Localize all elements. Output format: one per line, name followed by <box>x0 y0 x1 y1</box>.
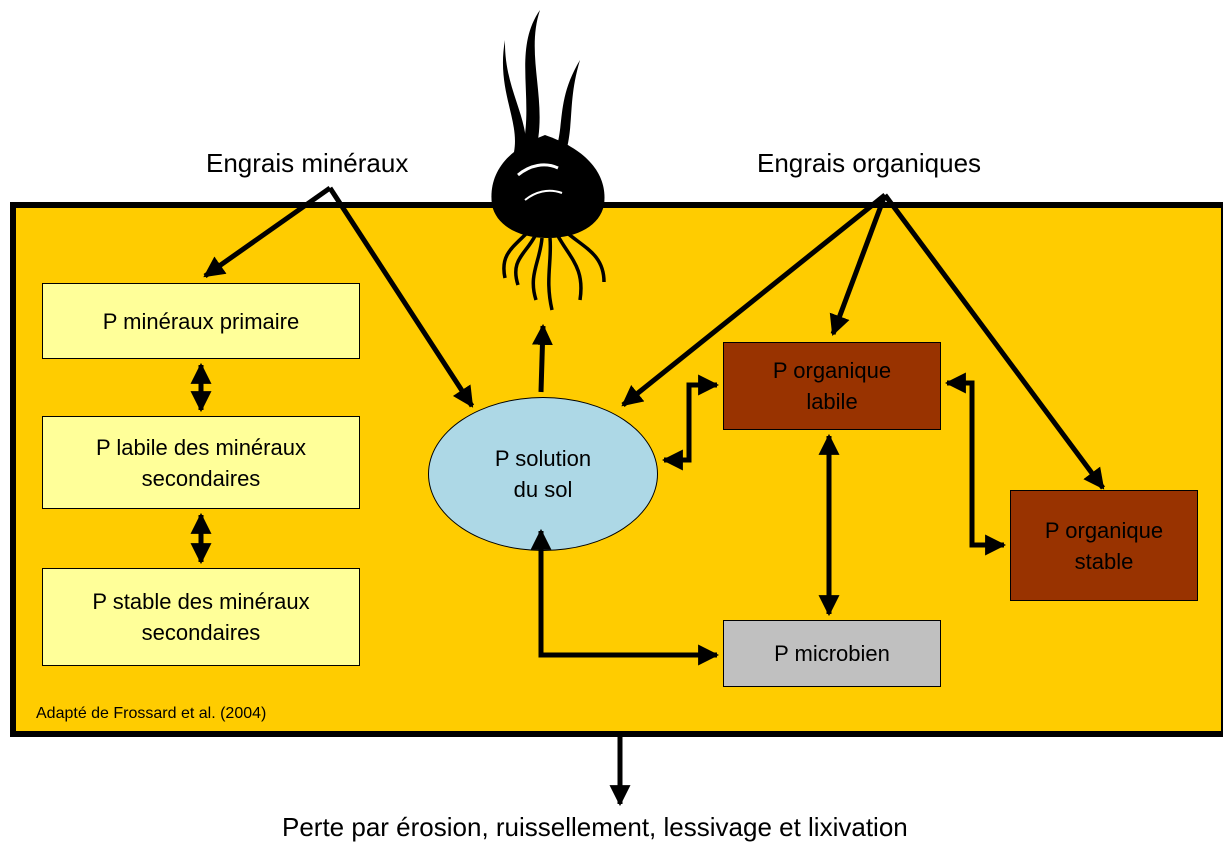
p-mineraux-primaire-label: P minéraux primaire <box>102 308 300 334</box>
arrow-organiques-to-solution <box>621 193 887 407</box>
arrow-solution-microbien <box>530 528 720 666</box>
arrow-organiques-to-labile <box>829 194 888 336</box>
p-stable-mineraux-label: P stable des minéraux secondaires <box>92 589 310 645</box>
source-citation: Adapté de Frossard et al. (2004) <box>36 705 267 722</box>
engrais-mineraux-label: Engrais minéraux <box>206 148 409 178</box>
p-organique-stable-box: P organique stable <box>1010 490 1198 601</box>
p-organique-stable-label: P organique stable <box>1044 517 1164 574</box>
onion-bulb-with-roots-icon <box>491 10 606 311</box>
p-stable-mineraux-box: P stable des minéraux secondaires <box>42 568 360 666</box>
arrow-mineraux-to-primaire <box>203 185 332 279</box>
p-organique-labile-box: P organique labile <box>723 342 941 430</box>
p-solution-label: P solution du sol <box>494 446 592 502</box>
p-microbien-label: P microbien <box>774 641 890 666</box>
arrow-mineraux-to-solution <box>327 186 475 408</box>
p-labile-mineraux-box: P labile des minéraux secondaires <box>42 416 360 509</box>
p-solution-oval: P solution du sol <box>428 397 658 551</box>
p-mineraux-primaire-box: P minéraux primaire <box>42 283 360 359</box>
engrais-organiques-label: Engrais organiques <box>757 148 982 178</box>
p-microbien-box: P microbien <box>723 620 941 687</box>
arrow-solution-organique-labile <box>661 374 720 471</box>
p-labile-mineraux-label: P labile des minéraux secondaires <box>96 434 306 491</box>
arrow-labile-stable-organique <box>944 372 1007 556</box>
p-organique-labile-label: P organique labile <box>772 358 892 414</box>
arrow-solution-to-plant <box>531 323 553 393</box>
perte-label: Perte par érosion, ruissellement, lessiv… <box>282 812 908 842</box>
arrow-organiques-to-stable <box>882 193 1106 490</box>
